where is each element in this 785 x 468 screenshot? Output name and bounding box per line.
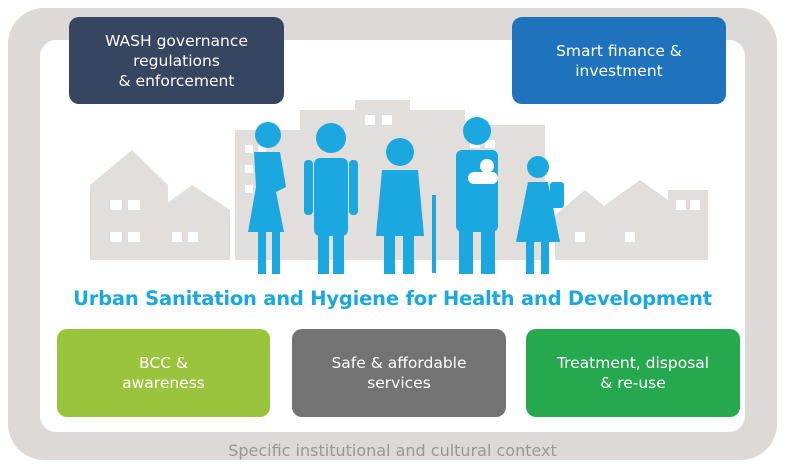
pregnant-woman-figure [248,122,286,274]
context-label: Specific institutional and cultural cont… [228,441,557,460]
house-left-2 [158,185,230,260]
governance-box: WASH governance regulations & enforcemen… [69,17,284,104]
baby [468,159,498,184]
house-right-2 [605,180,675,260]
house-right-3 [668,190,708,260]
bcc-awareness-box: BCC & awareness [57,329,270,417]
diagram-title: Urban Sanitation and Hygiene for Health … [73,287,712,310]
girl-with-bag-figure [516,156,564,274]
house-right-1 [555,190,615,260]
safe-services-box: Safe & affordable services [292,329,506,417]
woman-figure [304,123,358,274]
treatment-box: Treatment, disposal & re-use [526,329,740,417]
elderly-woman-with-cane-figure [376,138,436,274]
finance-box: Smart finance & investment [512,17,726,104]
